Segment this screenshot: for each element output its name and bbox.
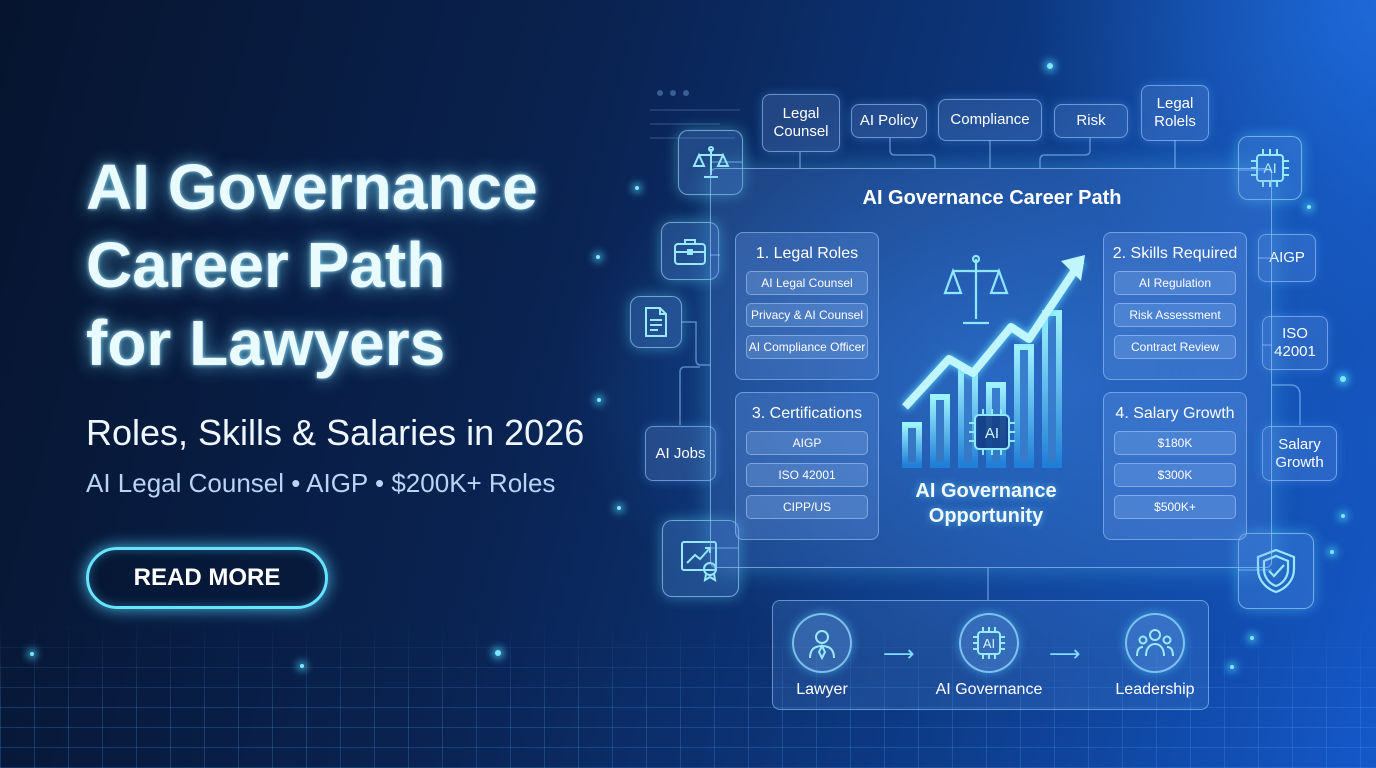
lawyer-avatar	[792, 613, 852, 673]
hero-subtitle: Roles, Skills & Salaries in 2026	[86, 412, 585, 453]
tag-risk: Risk	[1054, 104, 1128, 138]
particle	[597, 398, 601, 402]
particle	[1307, 205, 1311, 209]
arrow-right-icon: ⟶	[883, 641, 915, 666]
hero-tagline: AI Legal Counsel • AIGP • $200K+ Roles	[86, 468, 556, 498]
step-lawyer: Lawyer	[762, 613, 882, 699]
chip: Risk Assessment	[1114, 303, 1236, 327]
hero-title: AI Governance Career Path for Lawyers	[86, 151, 538, 379]
panel-certifications: 3. Certifications AIGP ISO 42001 CIPP/US	[735, 392, 879, 540]
career-path-board: AI Governance Career Path 1. Legal Roles…	[710, 168, 1272, 568]
tag-aigp: AIGP	[1258, 234, 1316, 282]
panel-title: 3. Certifications	[751, 405, 863, 422]
chip: AI Compliance Officer	[746, 335, 868, 359]
chip: $300K	[1114, 463, 1236, 487]
particle	[1047, 63, 1053, 69]
particle	[1250, 636, 1254, 640]
particle	[617, 506, 621, 510]
shield-icon-box	[1238, 533, 1314, 609]
particle	[1230, 665, 1234, 669]
chip: AI Regulation	[1114, 271, 1236, 295]
chip: CIPP/US	[746, 495, 868, 519]
tag-compliance: Compliance	[938, 99, 1042, 141]
briefcase-icon	[674, 239, 706, 265]
panel-title: 4. Salary Growth	[1115, 405, 1235, 422]
document-icon	[645, 307, 667, 337]
tag-legal-roles: Legal Rolels	[1141, 85, 1209, 141]
particle	[635, 186, 639, 190]
center-caption: AI Governance Opportunity	[915, 480, 1057, 527]
read-more-button[interactable]: READ MORE	[86, 547, 328, 609]
career-progression: Lawyer ⟶ AI AI Governance ⟶ Leadership	[772, 600, 1209, 710]
chip: $500K+	[1114, 495, 1236, 519]
chip: ISO 42001	[746, 463, 868, 487]
leadership-icon	[1136, 629, 1174, 657]
document-icon-box	[630, 296, 682, 348]
growth-chart-graphic: AI	[902, 254, 1085, 468]
panel-skills-required: 2. Skills Required AI Regulation Risk As…	[1103, 232, 1247, 380]
ai-governance-avatar: AI	[959, 613, 1019, 673]
tag-iso-42001: ISO 42001	[1262, 316, 1328, 370]
certificate-chart-icon	[680, 540, 717, 582]
panel-salary-growth: 4. Salary Growth $180K $300K $500K+	[1103, 392, 1247, 540]
shield-check-icon	[1256, 548, 1296, 594]
chip: $180K	[1114, 431, 1236, 455]
arrow-right-icon: ⟶	[1049, 641, 1081, 666]
step-label: Leadership	[1115, 681, 1195, 698]
particle	[1330, 550, 1334, 554]
briefcase-icon-box	[661, 222, 719, 280]
leadership-avatar	[1125, 613, 1185, 673]
chip: AI Legal Counsel	[746, 271, 868, 295]
tag-salary-growth: Salary Growth	[1262, 426, 1337, 481]
panel-legal-roles: 1. Legal Roles AI Legal Counsel Privacy …	[735, 232, 879, 380]
panel-title: 1. Legal Roles	[755, 245, 859, 262]
ai-badge: AI	[982, 635, 996, 651]
step-ai-governance: AI AI Governance	[929, 613, 1049, 699]
particle	[30, 652, 34, 656]
step-label: Lawyer	[796, 681, 848, 698]
step-leadership: Leadership	[1095, 613, 1215, 699]
chip: Contract Review	[1114, 335, 1236, 359]
particle	[300, 664, 304, 668]
chip: AIGP	[746, 431, 868, 455]
particle	[495, 650, 501, 656]
panel-title: 2. Skills Required	[1112, 245, 1238, 262]
tag-ai-policy: AI Policy	[851, 104, 927, 138]
board-title: AI Governance Career Path	[862, 187, 1122, 209]
particle	[1341, 514, 1345, 518]
ai-chip-icon-box: AI	[1238, 136, 1302, 200]
chip-badge: AI	[985, 425, 999, 442]
particle	[596, 255, 600, 259]
tag-ai-jobs: AI Jobs	[645, 426, 716, 481]
lawyer-icon	[809, 630, 835, 660]
ai-chip-icon	[973, 627, 1005, 659]
certificate-icon-box	[662, 520, 739, 597]
particle	[1340, 376, 1346, 382]
chip: Privacy & AI Counsel	[746, 303, 868, 327]
step-label: AI Governance	[935, 681, 1043, 698]
tag-legal-counsel: Legal Counsel	[762, 94, 840, 152]
